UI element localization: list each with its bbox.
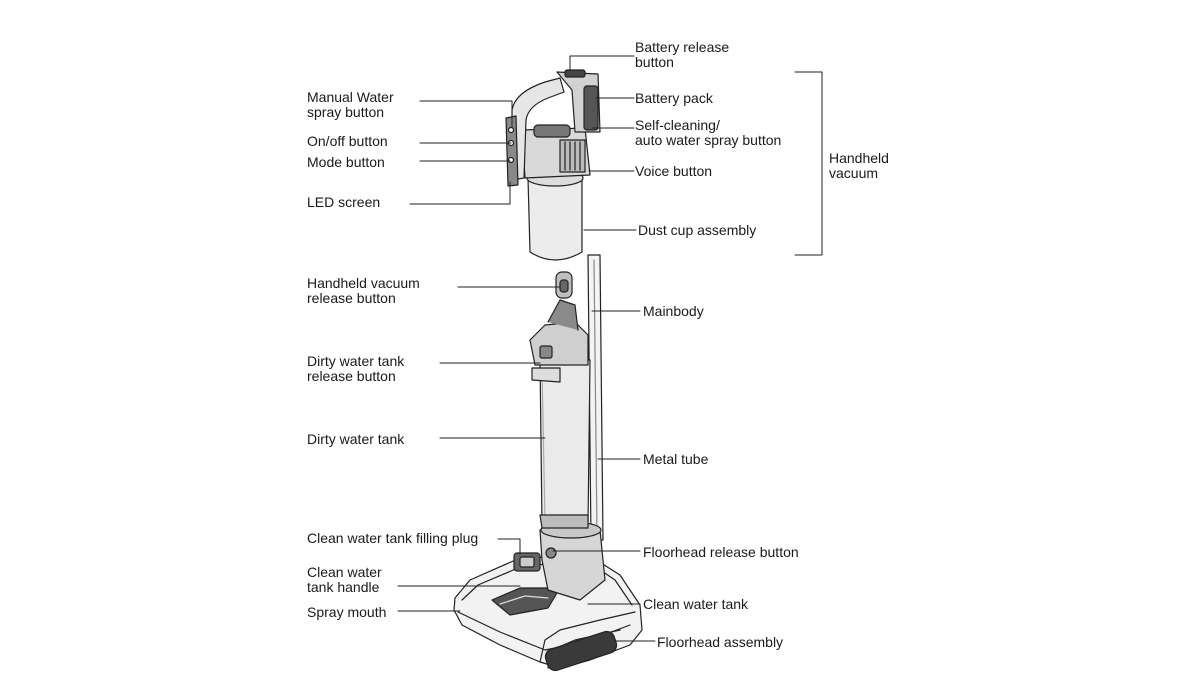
label-floorhead-release-button: Floorhead release button [643,544,799,560]
label-mode-button: Mode button [307,154,385,170]
label-on-off-button: On/off button [307,133,388,149]
label-spray-mouth: Spray mouth [307,604,387,620]
label-clean-water-tank: Clean water tank [643,596,749,612]
label-metal-tube: Metal tube [643,451,709,467]
label-floorhead-assembly: Floorhead assembly [657,634,784,650]
floorhead-neck [539,521,606,601]
battery-pack [556,69,601,133]
label-dirty-water-tank-release-button: Dirty water tank release button [307,353,405,384]
label-battery-release-button: Battery release button [635,39,730,70]
label-handheld-release-button: Handheld vacuum release button [307,275,420,306]
label-clean-water-tank-handle: Clean water tank handle [307,564,382,595]
label-dirty-water-tank: Dirty water tank [307,431,405,447]
battery-release-btn [564,69,586,78]
label-clean-water-tank-filling-plug: Clean water tank filling plug [307,530,479,546]
handheld-release [555,271,573,299]
tank-housing [529,299,589,366]
motor-body [521,124,591,179]
dust-cup [526,169,584,261]
label-battery-pack: Battery pack [635,90,713,106]
label-handheld-vacuum: Handheld vacuum [829,150,889,181]
label-led-screen: LED screen [307,194,381,210]
label-self-cleaning-button: Self-cleaning/ auto water spray button [635,117,782,148]
label-dust-cup-assembly: Dust cup assembly [638,222,757,238]
leader-lines [397,55,823,642]
label-manual-water-spray-button: Manual Water spray button [307,89,394,120]
dirty-water-tank-shape [531,359,591,529]
label-mainbody: Mainbody [643,303,704,319]
label-voice-button: Voice button [635,163,713,179]
floorhead-bumper [544,630,618,672]
metal-tube [587,254,604,541]
floorhead-release-knob [545,547,557,559]
